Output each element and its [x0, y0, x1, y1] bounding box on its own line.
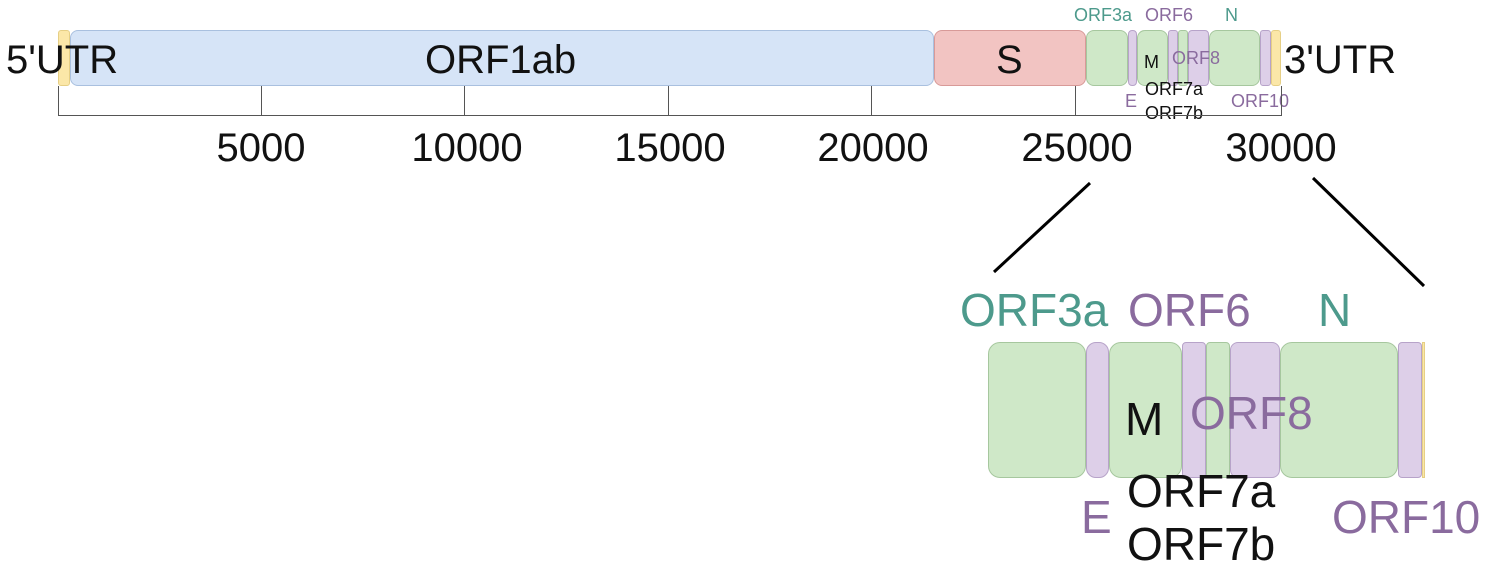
- axis-tick-5000: [261, 86, 262, 116]
- utr5-label: 5'UTR: [6, 38, 119, 82]
- axis-tick-end: [1281, 86, 1282, 116]
- utr3-label: 3'UTR: [1284, 38, 1397, 82]
- orf10-label-zoom: ORF10: [1332, 491, 1481, 543]
- e-label-small: E: [1125, 91, 1138, 111]
- orf10-segment-zoom: [1398, 342, 1422, 478]
- orf8-segment-small: [1188, 30, 1209, 86]
- m-segment-zoom: [1109, 342, 1182, 478]
- e-segment-zoom: [1086, 342, 1109, 478]
- orf1ab-segment: [70, 30, 934, 86]
- orf7b-label-zoom: ORF7b: [1127, 518, 1276, 570]
- n-label-small: N: [1225, 5, 1238, 25]
- s-segment: [934, 30, 1086, 86]
- orf10-label-small: ORF10: [1231, 91, 1290, 111]
- axis-tick-10000: [464, 86, 465, 116]
- orf7a-segment-zoom: [1206, 342, 1230, 478]
- orf3a-segment-zoom: [988, 342, 1086, 478]
- orf7a-label-small: ORF7a: [1145, 79, 1204, 99]
- axis-label-20000: 20000: [817, 126, 929, 170]
- orf6-label-small: ORF6: [1145, 5, 1194, 25]
- axis-tick-25000: [1075, 86, 1076, 116]
- axis-label-15000: 15000: [614, 126, 726, 170]
- zoom-connector-right: [1311, 176, 1426, 288]
- orf8-label-small: ORF8: [1172, 48, 1221, 68]
- orf8-segment-zoom: [1230, 342, 1280, 478]
- axis-label-10000: 10000: [411, 126, 523, 170]
- s-label: S: [996, 38, 1023, 82]
- orf3a-label-zoom: ORF3a: [960, 284, 1109, 336]
- n-segment-small: [1209, 30, 1260, 86]
- n-label-zoom: N: [1318, 284, 1352, 336]
- orf6-segment-zoom: [1182, 342, 1206, 478]
- e-segment-small: [1128, 30, 1137, 86]
- orf1ab-label: ORF1ab: [425, 38, 577, 82]
- axis-tick-15000: [668, 86, 669, 116]
- axis-label-30000: 30000: [1225, 126, 1337, 170]
- orf6-segment-small: [1168, 30, 1178, 86]
- m-label-small: M: [1144, 52, 1159, 72]
- m-label-zoom: M: [1125, 393, 1164, 445]
- utr3-segment: [1271, 30, 1281, 86]
- orf10-segment-small: [1260, 30, 1271, 86]
- orf7b-label-small: ORF7b: [1145, 103, 1204, 123]
- axis-tick-20000: [871, 86, 872, 116]
- n-segment-zoom: [1280, 342, 1398, 478]
- axis-label-5000: 5000: [216, 126, 306, 170]
- utr3-segment-zoom: [1422, 342, 1425, 478]
- orf3a-label-small: ORF3a: [1074, 5, 1133, 25]
- m-segment-small: [1137, 30, 1168, 86]
- orf7a-segment-small: [1178, 30, 1188, 86]
- orf6-label-zoom: ORF6: [1128, 284, 1251, 336]
- orf8-label-zoom: ORF8: [1190, 387, 1313, 439]
- axis-tick-start: [58, 86, 59, 116]
- orf7a-label-zoom: ORF7a: [1127, 465, 1276, 517]
- axis-line: [58, 115, 1281, 116]
- orf3a-segment-small: [1086, 30, 1128, 86]
- utr5-segment: [58, 30, 70, 86]
- e-label-zoom: E: [1081, 491, 1112, 543]
- axis-label-25000: 25000: [1021, 126, 1133, 170]
- zoom-connector-left: [992, 181, 1092, 274]
